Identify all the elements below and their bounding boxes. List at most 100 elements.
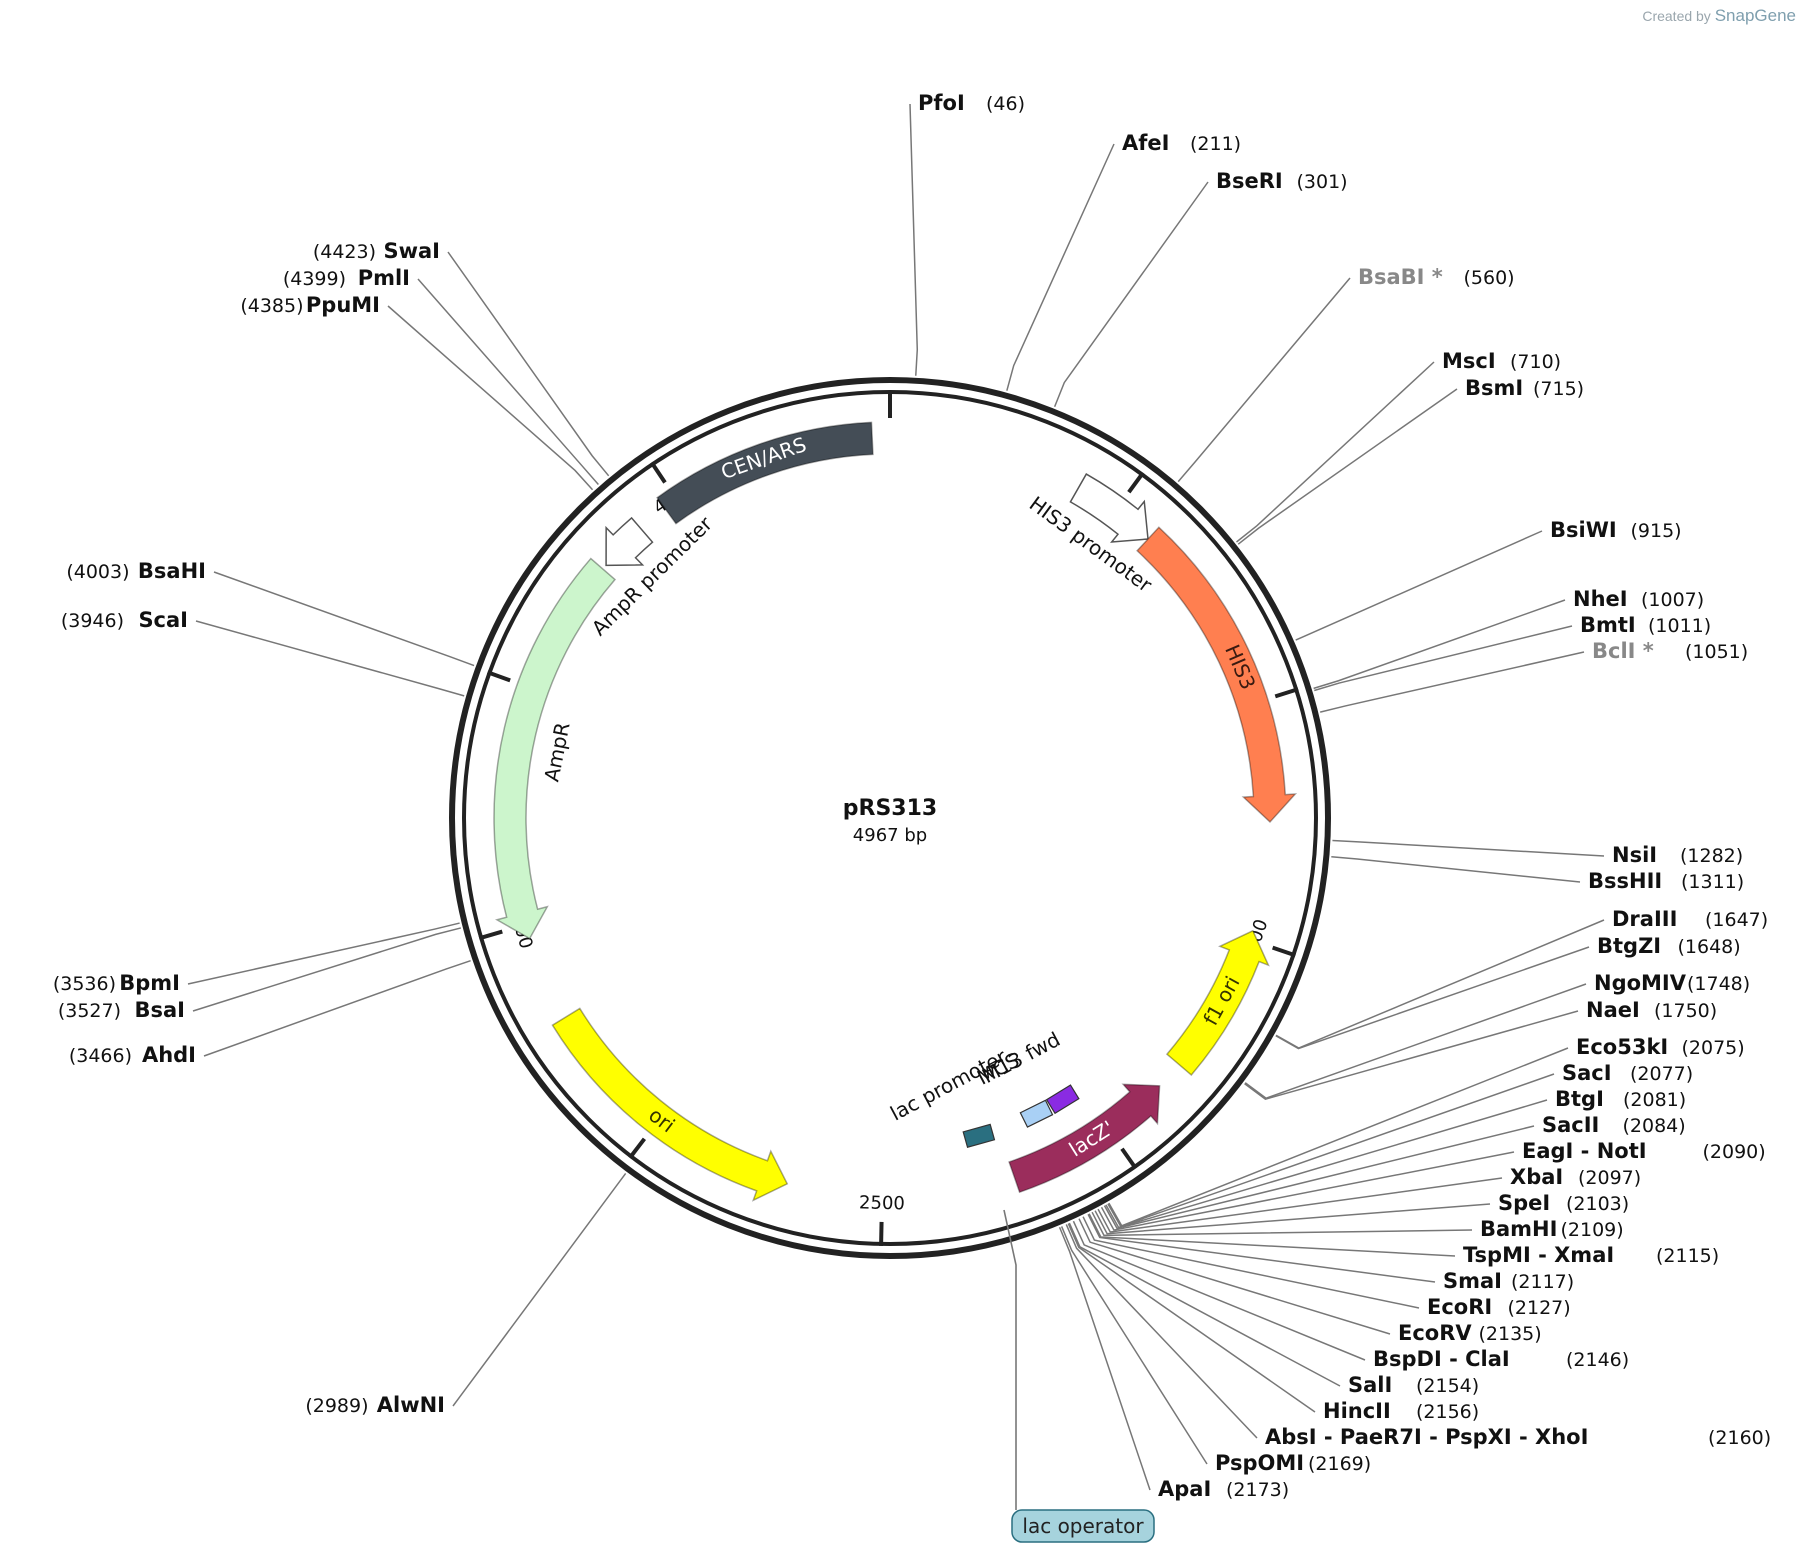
- site-name: BssHII: [1588, 869, 1662, 893]
- feature-label: AmpR: [539, 720, 574, 783]
- site-position: (1007): [1641, 589, 1704, 611]
- site-bcli: BclI *(1051): [1592, 639, 1748, 663]
- site-position: (715): [1533, 378, 1584, 400]
- site-position: (211): [1190, 133, 1241, 155]
- site-leader: [1006, 143, 1115, 391]
- site-btgzi: BtgZI(1648): [1597, 934, 1741, 958]
- site-naei: NaeI(1750): [1586, 998, 1717, 1022]
- site-leader: [1313, 599, 1566, 690]
- site-position: (2081): [1623, 1089, 1686, 1111]
- site-position: (3536): [53, 973, 116, 995]
- site-name: AhdI: [142, 1043, 196, 1067]
- site-name: BseRI: [1216, 169, 1283, 193]
- site-name: EagI - NotI: [1522, 1139, 1647, 1163]
- site-leader: [1319, 651, 1585, 713]
- tick-mark: [879, 1221, 884, 1246]
- site-position: (1051): [1685, 641, 1748, 663]
- site-msci: MscI (710): [1442, 349, 1561, 373]
- site-bpmi: BpmI(3536): [53, 971, 180, 995]
- site-position: (1282): [1680, 845, 1743, 867]
- site-position: (710): [1510, 351, 1561, 373]
- feature-arrow: [493, 557, 617, 940]
- site-leader-lines: [187, 103, 1605, 1491]
- site-position: (2117): [1511, 1271, 1574, 1293]
- site-bsai: BsaI(3527): [58, 998, 185, 1022]
- site-nsii: NsiI(1282): [1612, 843, 1743, 867]
- site-leader: [213, 571, 475, 667]
- site-position: (2127): [1508, 1297, 1571, 1319]
- site-position: (3466): [69, 1045, 132, 1067]
- site-leader: [1072, 1220, 1366, 1361]
- site-position: (2075): [1682, 1037, 1745, 1059]
- tick-mark: [478, 929, 503, 941]
- site-position: (2160): [1708, 1427, 1771, 1449]
- feature-cen-ars: CEN/ARS: [656, 421, 874, 525]
- plasmid-size: 4967 bp: [853, 825, 927, 846]
- site-leader: [1082, 1216, 1420, 1309]
- tick-label: 2500: [859, 1192, 905, 1214]
- site-name: BsaHI: [138, 559, 206, 583]
- plasmid-name: pRS313: [843, 796, 937, 821]
- site-draiii: DraIII(1647): [1612, 907, 1768, 931]
- site-btgi: BtgI (2081): [1555, 1087, 1686, 1111]
- site-position: (301): [1297, 171, 1348, 193]
- site-name: PfoI: [918, 91, 965, 115]
- site-absi-paer7i-pspxi-xhoi: AbsI - PaeR7I - PspXI - XhoI(2160): [1265, 1425, 1771, 1449]
- site-ecori: EcoRI(2127): [1427, 1295, 1571, 1319]
- backbone-outer-ring: [449, 377, 1331, 1259]
- site-position: (2989): [305, 1395, 368, 1417]
- site-name: EcoRV: [1398, 1321, 1472, 1345]
- site-bsiwi: BsiWI(915): [1550, 518, 1682, 542]
- tick-mark: [1271, 945, 1297, 958]
- feature-arrow: [551, 1007, 789, 1202]
- site-name: MscI: [1442, 349, 1496, 373]
- site-position: (4423): [313, 241, 376, 263]
- site-hincii: HincII(2156): [1323, 1399, 1479, 1423]
- tick-mark: [649, 461, 667, 484]
- site-position: (2146): [1566, 1349, 1629, 1371]
- site-position: (2109): [1561, 1219, 1624, 1241]
- site-afei: AfeI (211): [1122, 131, 1241, 155]
- site-leader: [192, 927, 462, 1012]
- site-ahdi: AhdI (3466): [69, 1043, 196, 1067]
- site-pmli: PmlI(4399): [283, 266, 410, 290]
- feature-arrow: [1069, 473, 1149, 543]
- site-position: (4399): [283, 268, 346, 290]
- site-name: BsaI: [135, 998, 186, 1022]
- small-feature-mark: [1019, 1099, 1054, 1128]
- site-sacii: SacII(2084): [1542, 1113, 1686, 1137]
- site-name: BtgI: [1555, 1087, 1604, 1111]
- site-name: BmtI: [1580, 613, 1636, 637]
- site-leader: [1100, 1151, 1515, 1231]
- site-name: SalI: [1348, 1373, 1392, 1397]
- small-feature-mark: [962, 1123, 996, 1149]
- tick-mark: [486, 670, 511, 683]
- site-name: PpuMI: [306, 293, 380, 317]
- site-leader: [1275, 919, 1605, 1049]
- site-position: (2090): [1703, 1141, 1766, 1163]
- site-leader: [1065, 1224, 1258, 1439]
- site-tspmi-xmai: TspMI - XmaI(2115): [1463, 1243, 1719, 1267]
- site-swai: SwaI(4423): [313, 239, 440, 263]
- site-leader: [1177, 277, 1351, 483]
- feature-his3: HIS3: [1136, 526, 1298, 824]
- site-leader: [187, 922, 460, 985]
- feature-arrow: [1008, 1083, 1161, 1194]
- site-leader: [387, 305, 594, 491]
- site-leader: [1314, 625, 1573, 692]
- feature-arrow: [656, 421, 874, 525]
- site-leader: [1236, 361, 1435, 543]
- site-name: NaeI: [1586, 998, 1640, 1022]
- site-name: AfeI: [1122, 131, 1169, 155]
- site-leader: [1067, 1223, 1316, 1413]
- site-leader: [1275, 946, 1590, 1050]
- site-name: SmaI: [1443, 1269, 1502, 1293]
- site-leader: [1097, 1177, 1503, 1233]
- site-leader: [1094, 1203, 1491, 1235]
- site-name: BsaBI *: [1358, 265, 1443, 289]
- site-position: (46): [986, 93, 1025, 115]
- site-name: SpeI: [1498, 1191, 1550, 1215]
- feature-arrow: [1136, 526, 1298, 824]
- feature-ori: ori: [551, 1007, 789, 1202]
